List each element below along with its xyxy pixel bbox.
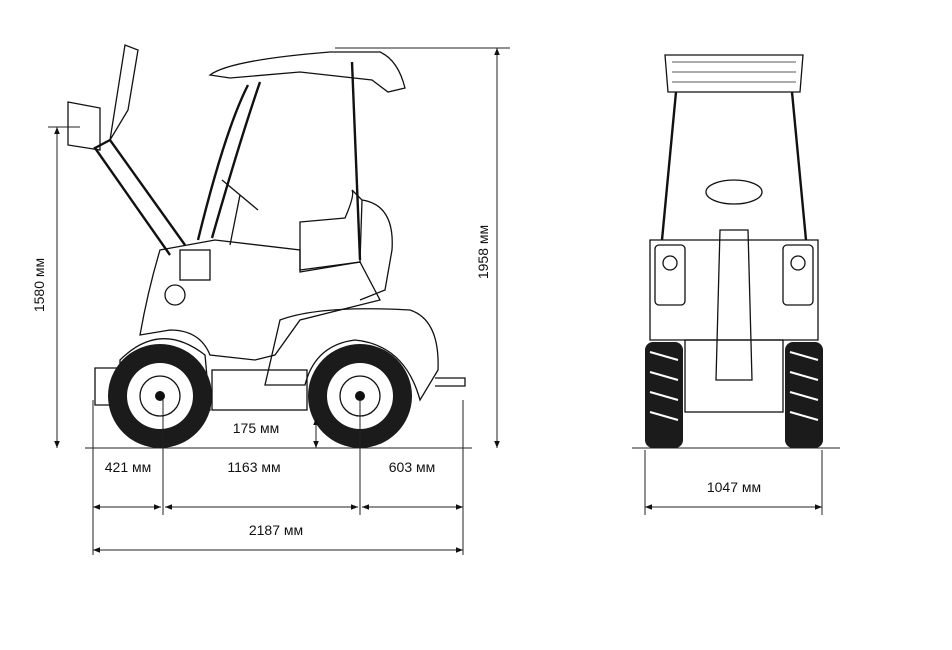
rear-fender <box>264 308 439 402</box>
front-dimensions: 1047 мм <box>644 450 823 515</box>
seat <box>299 189 363 271</box>
left-lamp <box>662 255 678 271</box>
front-chassis <box>684 339 784 413</box>
left-light <box>654 244 686 306</box>
front-pillar-inner <box>210 81 262 239</box>
front-wheel <box>108 344 212 448</box>
side-dimensions: 1580 мм 1958 мм 175 мм 421 мм 1163 мм 60… <box>31 47 510 555</box>
front-steering-wheel <box>705 179 763 205</box>
steering-column <box>229 194 241 246</box>
rear-overhang-label: 603 мм <box>389 459 436 475</box>
attachment-plate <box>67 101 101 151</box>
wheelbase-label: 1163 мм <box>227 459 280 475</box>
seat-housing <box>359 199 393 301</box>
rear-wheel <box>308 344 412 448</box>
rear-hitch <box>435 377 466 387</box>
ground-clearance-label: 175 мм <box>233 420 280 436</box>
boom-height-label: 1580 мм <box>31 258 47 312</box>
tyre-treads <box>649 351 819 421</box>
total-length-label: 2187 мм <box>249 522 303 538</box>
left-pillar <box>660 91 678 241</box>
side-view-loader <box>67 44 472 449</box>
front-roof <box>664 54 804 93</box>
right-lamp <box>790 255 806 271</box>
loader-boom <box>93 138 186 256</box>
rear-pillar <box>350 61 362 261</box>
body <box>139 239 381 361</box>
roof-grille <box>672 61 796 83</box>
front-pillar <box>196 84 250 241</box>
front-view-loader <box>632 54 840 449</box>
width-label: 1047 мм <box>707 479 761 495</box>
boom-cylinder <box>109 44 139 141</box>
front-boom <box>715 229 753 381</box>
right-pillar <box>790 91 808 241</box>
chassis <box>211 369 308 411</box>
front-body <box>649 239 819 341</box>
roof-height-label: 1958 мм <box>475 225 491 279</box>
right-light <box>782 244 814 306</box>
lift-arm-pivot <box>164 284 186 306</box>
headlight <box>179 249 211 281</box>
front-overhang-label: 421 мм <box>105 459 152 475</box>
roof-canopy <box>208 51 406 93</box>
